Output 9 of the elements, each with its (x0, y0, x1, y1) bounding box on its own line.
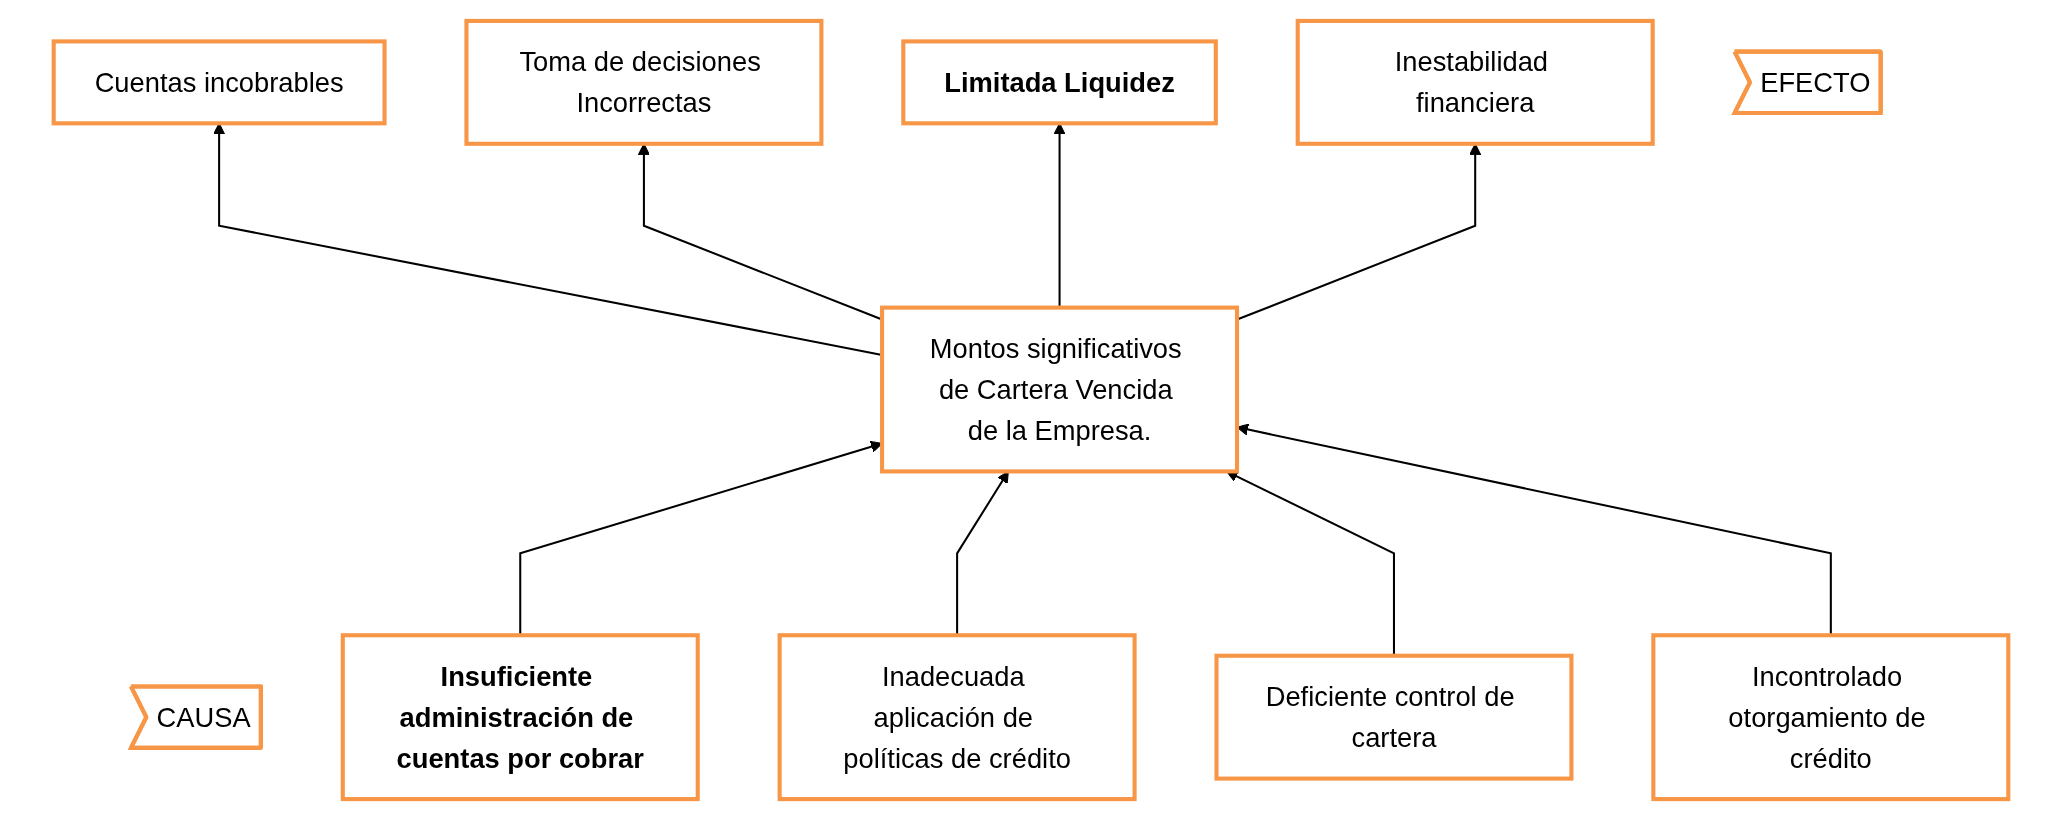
node-box: Incontrolado otorgamiento de crédito (1651, 632, 2011, 801)
node-box: Inestabilidad financiera (1295, 18, 1655, 146)
node-box: Toma de decisiones Incorrectas (464, 18, 824, 146)
node-box: Deficiente control de cartera (1214, 653, 1574, 781)
node-box: Cuentas incobrables (51, 38, 387, 125)
node-box: Insuficiente administración de cuentas por cobrar (340, 632, 700, 801)
node-box: Limitada Liquidez (901, 38, 1218, 125)
node-box: Inadecuada aplicación de políticas de crédito (777, 632, 1137, 801)
node-box: Montos significativos de Cartera Vencida de la Empresa. (880, 305, 1240, 473)
